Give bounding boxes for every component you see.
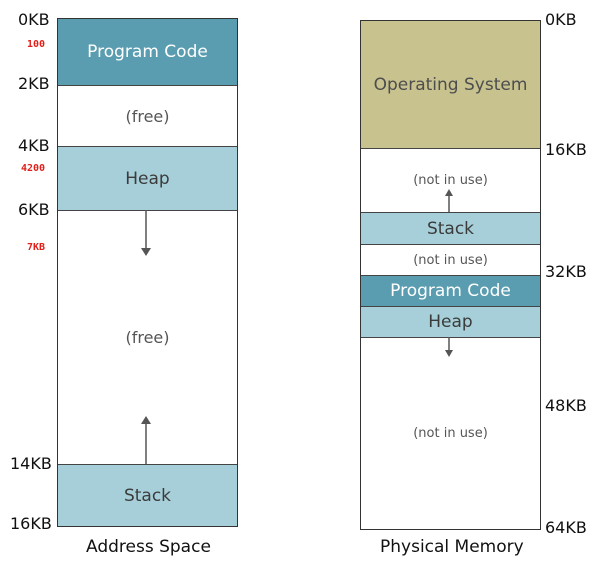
as-label-2kb: 2KB (18, 74, 50, 93)
pm-program-code-label: Program Code (390, 281, 511, 301)
as-program-code-segment: Program Code (58, 19, 237, 86)
pm-label-0kb: 0KB (545, 10, 577, 29)
as-free-region-1: (free) (58, 86, 237, 147)
pm-not-in-use-region-2: (not in use) (361, 245, 540, 276)
as-label-16kb: 16KB (10, 514, 52, 533)
as-heap-segment: Heap (58, 147, 237, 211)
as-heap-growth-arrow (141, 210, 151, 256)
pm-operating-system-label: Operating System (373, 74, 528, 95)
address-space-column: Program Code (free) Heap (free) Stack (57, 18, 238, 527)
physical-memory-title: Physical Memory (380, 537, 524, 557)
as-label-4kb: 4KB (18, 136, 50, 155)
pm-not-in-use-label-1: (not in use) (413, 173, 488, 188)
pm-heap-growth-arrow (445, 337, 453, 357)
as-annotation-7kb: 7KB (27, 242, 46, 253)
pm-not-in-use-label-3: (not in use) (413, 426, 488, 441)
pm-label-48kb: 48KB (545, 396, 587, 415)
pm-label-16kb: 16KB (545, 140, 587, 159)
as-free-label-1: (free) (125, 106, 170, 126)
as-label-6kb: 6KB (18, 200, 50, 219)
as-free-label-2: (free) (125, 328, 170, 347)
physical-memory-column: Operating System (not in use) Stack (not… (360, 20, 541, 530)
pm-stack-segment: Stack (361, 213, 540, 245)
pm-not-in-use-label-2: (not in use) (413, 252, 488, 268)
pm-not-in-use-region-1: (not in use) (361, 149, 540, 213)
address-space-title: Address Space (86, 537, 211, 557)
pm-heap-segment: Heap (361, 307, 540, 338)
pm-stack-label: Stack (426, 218, 475, 239)
pm-not-in-use-region-3: (not in use) (361, 338, 540, 529)
pm-label-32kb: 32KB (545, 262, 587, 281)
as-stack-growth-arrow (141, 416, 151, 464)
as-stack-label: Stack (123, 485, 172, 506)
pm-stack-growth-arrow (445, 189, 453, 212)
as-annotation-100: 100 (27, 39, 46, 50)
as-heap-label: Heap (125, 168, 170, 189)
as-label-0kb: 0KB (18, 10, 50, 29)
pm-program-code-segment: Program Code (361, 276, 540, 307)
as-annotation-4200: 4200 (21, 163, 46, 174)
pm-label-64kb: 64KB (545, 518, 587, 537)
pm-heap-label: Heap (428, 312, 473, 332)
as-program-code-label: Program Code (87, 42, 208, 62)
pm-operating-system-segment: Operating System (361, 21, 540, 149)
as-label-14kb: 14KB (10, 454, 52, 473)
as-stack-segment: Stack (58, 465, 237, 526)
